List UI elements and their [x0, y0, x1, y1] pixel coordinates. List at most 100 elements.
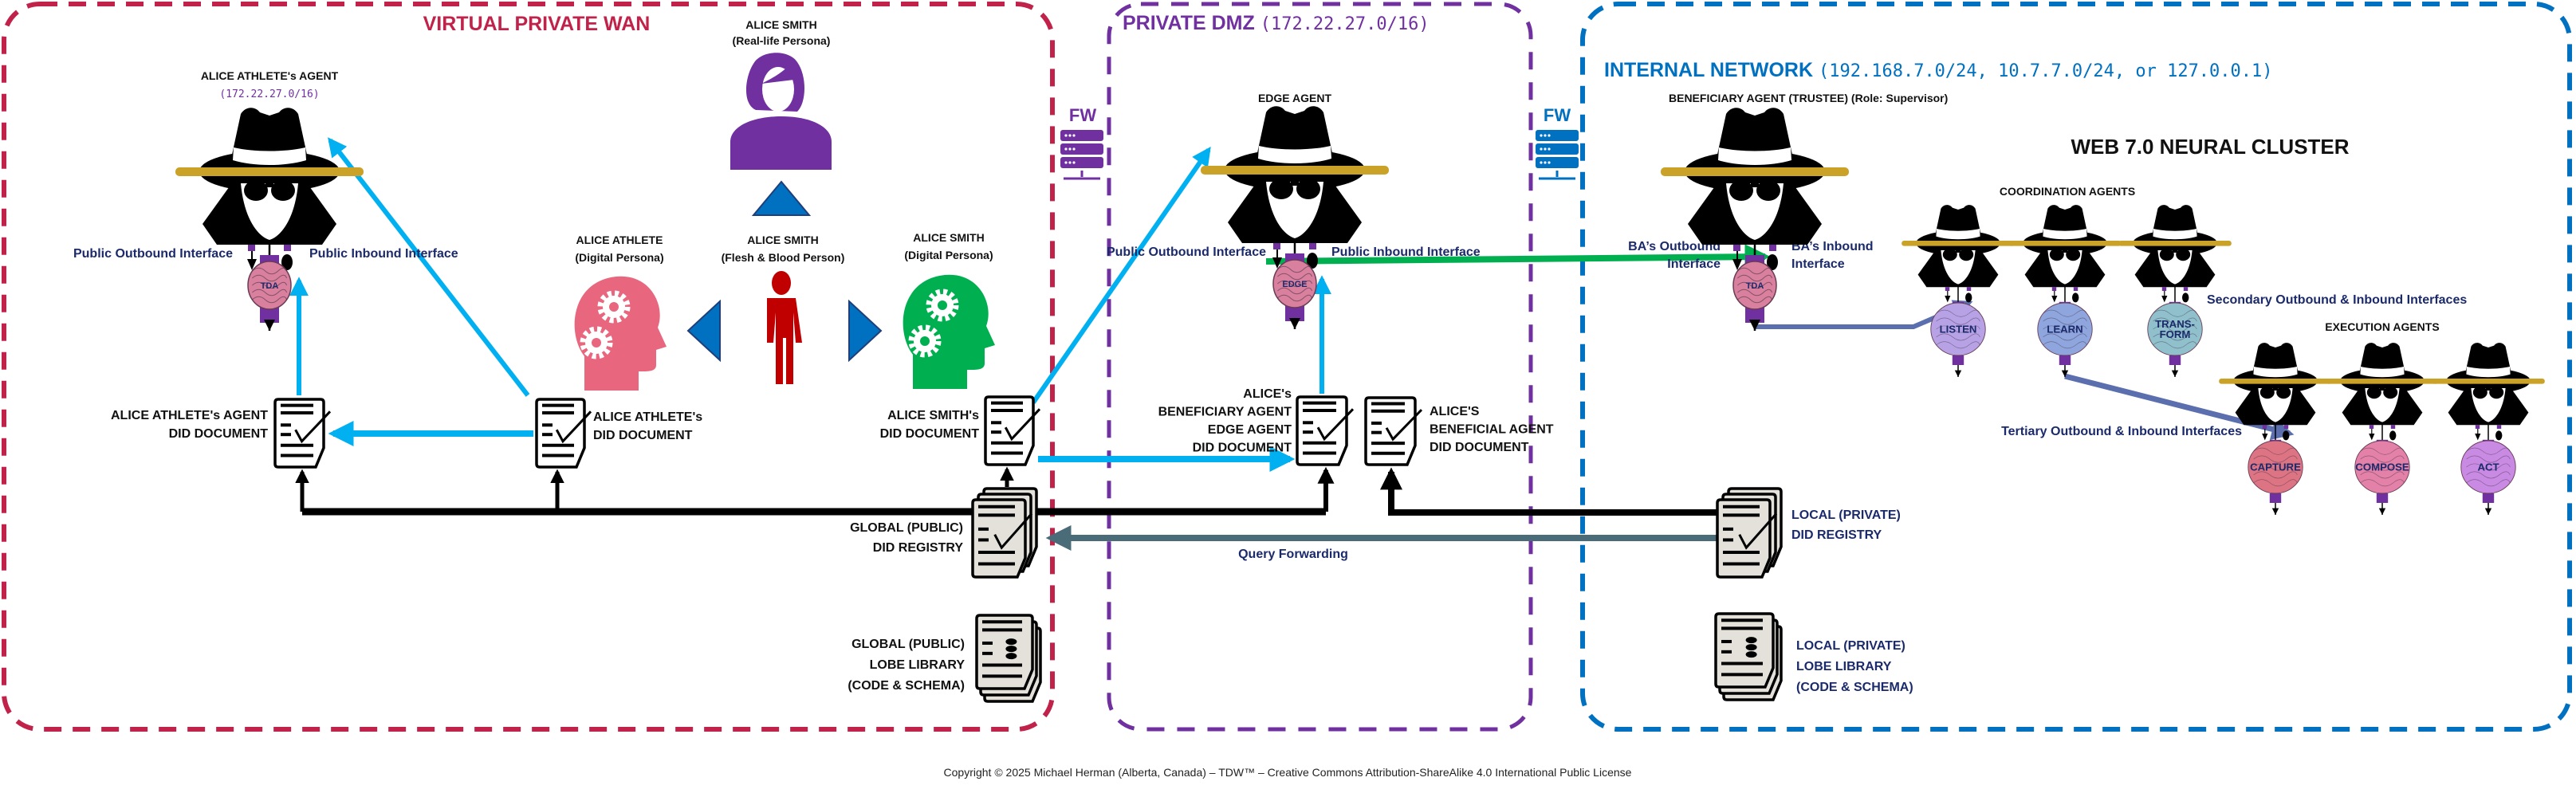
brain-label: TDA — [261, 281, 279, 291]
server-rack-unit — [1536, 143, 1579, 155]
hat-brim — [1902, 241, 2015, 246]
sunglasses-right — [2176, 248, 2191, 261]
brain-lobe-icon: TDA — [247, 261, 292, 310]
brain-fold — [2360, 447, 2405, 455]
person-smith-digital-sub: (Digital Persona) — [904, 249, 993, 261]
athlete-agent-did-document-icon — [273, 398, 332, 469]
sunglasses-right — [1959, 248, 1974, 261]
person-real-name: ALICE SMITH — [745, 18, 816, 31]
person-body — [767, 298, 802, 384]
label-line: DID DOCUMENT — [1430, 441, 1529, 454]
hat-band — [2253, 367, 2298, 378]
brain-shape — [2460, 440, 2516, 494]
brain-label: TRANS- — [2155, 318, 2195, 330]
firewall-server-icon — [1536, 130, 1579, 180]
brain-label: CAPTURE — [2250, 461, 2301, 473]
person-real-sub: (Real-life Persona) — [733, 34, 831, 47]
brain-lobe-icon: EDGE — [1272, 259, 1317, 308]
output-arrow-icon — [2171, 370, 2179, 377]
spy-agent-icon — [1201, 106, 1389, 243]
server-led — [1540, 134, 1543, 137]
local-library-label: LOCAL (PRIVATE)LOBE LIBRARY(CODE & SCHEM… — [1796, 639, 1913, 694]
tertiary-interfaces-label: Tertiary Outbound & Inbound Interfaces — [2001, 425, 2242, 438]
nose-bridge — [1956, 249, 1961, 253]
outbound-arrow-icon — [2161, 296, 2168, 303]
inbound-socket-icon — [2495, 430, 2503, 441]
inbound-port — [1966, 287, 1972, 291]
brain-fold — [1936, 309, 1980, 317]
outbound-port — [2262, 425, 2267, 429]
page — [1716, 498, 1772, 579]
server-connector — [1064, 171, 1100, 180]
interface-block — [2376, 493, 2389, 503]
gear-teeth — [908, 324, 942, 358]
outbound-port — [2161, 287, 2167, 291]
server-rack-unit — [1536, 130, 1579, 141]
inbound-port — [284, 245, 291, 251]
label-line: ALICE SMITH's — [887, 409, 979, 422]
brain-shape — [247, 261, 292, 310]
sunglasses-left — [2472, 386, 2488, 399]
zone-virtual-private-wan — [2, 2, 1055, 732]
brain-label: COMPOSE — [2355, 461, 2409, 473]
server-led — [1068, 147, 1072, 151]
brain-fold — [252, 289, 288, 296]
global-lobe-library-icon — [975, 614, 1042, 703]
sunglasses-right — [2489, 386, 2504, 399]
brain-lobe-icon: LISTEN — [1930, 302, 1986, 356]
nose-bridge — [2273, 387, 2278, 391]
brain-fold — [2253, 455, 2298, 463]
outbound-port — [1945, 287, 1950, 291]
server-led — [1548, 134, 1551, 137]
server-led — [1064, 134, 1068, 137]
zone-internal-ip: (192.168.7.0/24, 10.7.7.0/24, or 127.0.0… — [1819, 61, 2273, 81]
person-flesh-sub: (Flesh & Blood Person) — [722, 251, 845, 264]
smith-did-document-icon — [984, 395, 1041, 466]
hat-band — [1718, 147, 1791, 165]
hat-band — [2153, 229, 2197, 240]
brain-fold — [1936, 317, 1980, 325]
db-disk — [1745, 651, 1757, 658]
inbound-port — [2283, 425, 2289, 429]
brain-shape — [1930, 302, 1986, 356]
label-line: BENEFICIAL AGENT — [1430, 423, 1554, 437]
gear-hole — [592, 338, 601, 347]
local-registry-label: LOCAL (PRIVATE)DID REGISTRY — [1791, 508, 1901, 542]
brain-fold — [1936, 341, 1980, 349]
label-line: BENEFICIARY AGENT — [1158, 406, 1292, 419]
outbound-port — [1733, 245, 1740, 251]
outbound-port — [1273, 243, 1280, 249]
brain-fold — [1277, 280, 1313, 288]
db-disk — [1005, 638, 1017, 646]
interface-block — [2169, 355, 2181, 365]
check-icon — [555, 410, 592, 444]
edge-agent-label: EDGE AGENT — [1258, 92, 1331, 104]
coordination-agent-3: TRANS-FORM — [2118, 205, 2232, 378]
brain-fold — [2466, 479, 2511, 487]
spy-agent-icon — [2432, 343, 2545, 426]
person-smith-digital-name: ALICE SMITH — [913, 231, 984, 244]
server-led — [1548, 161, 1551, 164]
brain-fold — [1936, 325, 1980, 333]
secondary-interfaces-label: Secondary Outbound & Inbound Interfaces — [2207, 293, 2467, 307]
inbound-socket-icon — [2389, 430, 2397, 441]
brain-label: FORM — [2160, 328, 2191, 340]
firewall-label-dmz: FW — [1069, 105, 1096, 125]
hat-brim — [2008, 241, 2122, 246]
outbound-arrow-icon — [2369, 434, 2375, 441]
brain-shape — [1272, 259, 1317, 308]
woman-body — [730, 116, 832, 170]
server-led — [1544, 134, 1547, 137]
gear-teeth — [926, 289, 959, 322]
person-flesh-name: ALICE SMITH — [747, 234, 818, 246]
label-line: (CODE & SCHEMA) — [1796, 681, 1913, 694]
spy-agent-icon — [2008, 205, 2122, 288]
label-line: DID REGISTRY — [873, 541, 964, 555]
brain-fold — [2360, 471, 2405, 479]
global-registry-label: GLOBAL (PUBLIC)DID REGISTRY — [850, 521, 963, 555]
server-led — [1072, 161, 1076, 164]
brain-fold — [1737, 281, 1773, 289]
spy-agent-icon — [1902, 205, 2015, 288]
